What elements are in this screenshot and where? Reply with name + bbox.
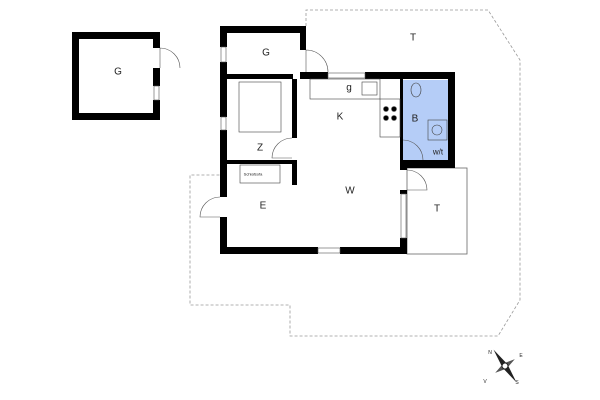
compass-n: N xyxy=(488,350,492,356)
room-label-bath: B xyxy=(411,113,419,125)
sofa-label: Schlafsofa xyxy=(243,171,263,177)
shower-sink xyxy=(427,119,448,141)
compass-w: V xyxy=(483,379,487,385)
toilet xyxy=(410,82,422,98)
room-label-kitchen: K xyxy=(336,111,344,123)
stove xyxy=(379,98,401,138)
compass-s: S xyxy=(515,380,519,386)
room-label-storage: g xyxy=(346,82,352,94)
terrace-outline xyxy=(189,9,521,337)
room-label-terrace-right: T xyxy=(433,203,441,215)
compass-icon xyxy=(493,349,517,383)
kitchen-sink xyxy=(361,81,378,96)
room-label-washer: w/t xyxy=(432,147,444,157)
sofa xyxy=(239,164,281,184)
room-label-garage-separate: G xyxy=(114,66,122,78)
room-label-garage: G xyxy=(262,47,270,59)
walls xyxy=(72,26,455,254)
windows xyxy=(153,46,407,254)
compass-e: E xyxy=(519,353,523,359)
room-label-entrance: E xyxy=(259,200,267,212)
room-label-terrace-top: T xyxy=(409,32,417,44)
room-label-bedroom: Z xyxy=(256,142,264,154)
room-label-living: W xyxy=(345,185,355,197)
kitchen-counter xyxy=(309,78,381,100)
door-swings xyxy=(159,47,428,218)
fixtures xyxy=(238,78,448,184)
bed xyxy=(238,81,282,133)
